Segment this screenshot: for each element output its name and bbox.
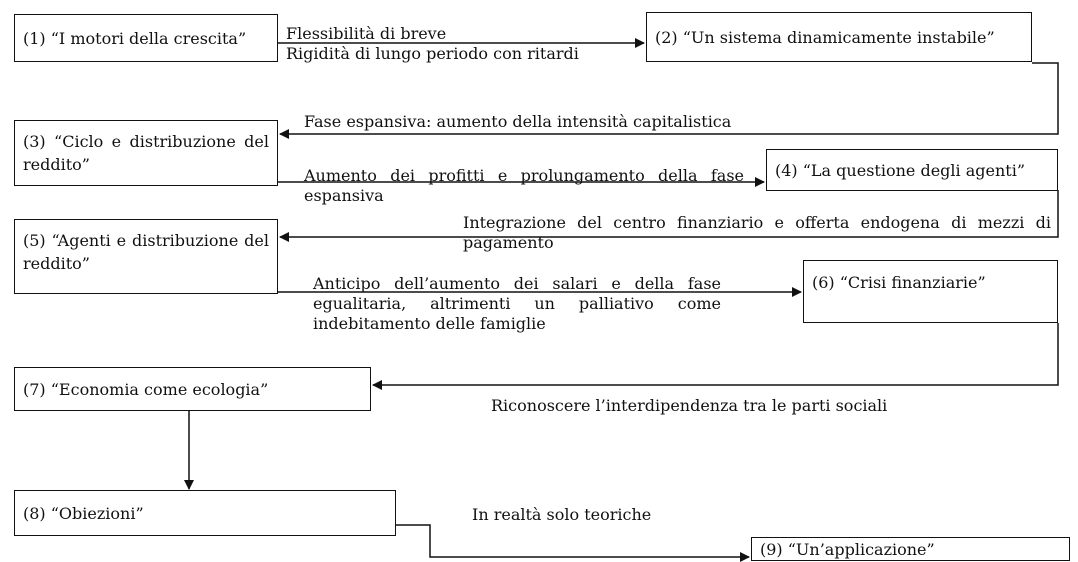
label-3-to-4: Aumento dei profitti e prolungamento del…	[304, 166, 744, 205]
node-3-ciclo-distribuzione: (3) “Ciclo e distribuzione del reddito”	[14, 120, 278, 186]
node-9-applicazione: (9) “Un’applicazione”	[751, 537, 1070, 561]
label-8-to-9: In realtà solo teoriche	[472, 505, 652, 524]
node-1-motori-della-crescita: (1) “I motori della crescita”	[14, 14, 278, 62]
node-4-questione-agenti: (4) “La questione degli agenti”	[766, 149, 1058, 191]
label-5-to-6: Anticipo dell’aumento dei salari e della…	[313, 274, 721, 333]
label-2-to-3: Fase espansiva: aumento della intensità …	[304, 112, 732, 131]
label-1-to-2-line-2: Rigidità di lungo periodo con ritardi	[286, 44, 579, 63]
label-4-to-5: Integrazione del centro finanziario e of…	[463, 213, 1051, 252]
node-8-obiezioni: (8) “Obiezioni”	[14, 490, 396, 536]
arrow-2-to-3	[279, 62, 1059, 139]
node-5-agenti-distribuzione: (5) “Agenti e distribuzione del reddito”	[14, 219, 278, 294]
node-2-sistema-instabile: (2) “Un sistema dinamicamente instabile”	[646, 12, 1032, 62]
label-1-to-2: Flessibilità di breve Rigidità di lungo …	[286, 24, 626, 64]
arrow-6-to-7	[372, 323, 1059, 390]
node-7-economia-ecologia: (7) “Economia come ecologia”	[14, 367, 371, 411]
node-6-crisi-finanziarie: (6) “Crisi finanziarie”	[803, 260, 1058, 323]
label-6-to-7: Riconoscere l’interdipendenza tra le par…	[491, 396, 888, 415]
label-1-to-2-line-1: Flessibilità di breve	[286, 24, 447, 43]
arrow-8-to-9	[396, 524, 750, 562]
arrow-4-to-5	[279, 190, 1059, 242]
